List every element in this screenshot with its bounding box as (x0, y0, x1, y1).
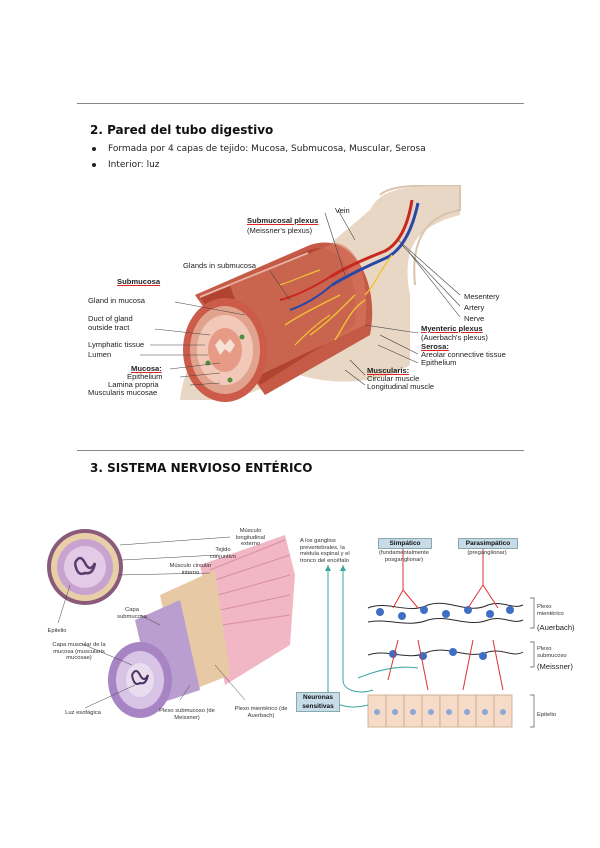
section-2-heading: 2. Pared del tubo digestivo (90, 123, 274, 137)
label-auerbach: (Auerbach's plexus) (421, 333, 488, 342)
label-nerve: Nerve (464, 314, 485, 323)
label-mesentery: Mesentery (464, 292, 500, 301)
label-epithelium: Epithelium (127, 372, 163, 381)
bullet-layers: Formada por 4 capas de tejido: Mucosa, S… (92, 144, 426, 154)
bullet-dot (92, 146, 96, 151)
section-3-heading: 3. SISTEMA NERVIOSO ENTÉRICO (90, 461, 313, 475)
label-longitudinal-muscle: Longitudinal muscle (367, 382, 435, 391)
label-gland-mucosa: Gland in mucosa (88, 296, 145, 305)
middle-divider (77, 450, 524, 451)
label-musculo-longitudinal: Músculo longitudinal externo (235, 528, 266, 547)
label-ganglios: A los ganglios prevertebrales, la médula… (300, 538, 350, 564)
label-plexo-mienterico: Plexo mientérico (537, 604, 564, 617)
esophagus-layers-figure: Músculo longitudinal externo Tejido conj… (40, 525, 295, 730)
label-plexo-mienterico: Plexo mientérico (de Auerbach) (234, 706, 288, 719)
label-glands-submucosa: Glands in submucosa (183, 261, 257, 270)
label-serosa: Serosa: (421, 342, 449, 351)
label-mucosa: Mucosa: (131, 364, 162, 373)
label-lumen: Lumen (88, 350, 112, 359)
label-areolar: Areolar connective tissue (421, 350, 506, 359)
label-epitelio: Epitelio (537, 712, 557, 718)
label-capa-submucosa: Capa submucosa (117, 607, 147, 620)
label-parasimpatico-sub: (preganglionar) (467, 550, 507, 556)
digestive-wall-figure: Vein Submucosal plexus (Meissner's plexu… (80, 183, 520, 410)
label-muscularis: Muscularis: (367, 366, 410, 375)
label-lamina-propria: Lamina propria (108, 380, 159, 389)
label-capa-muscular-mucosa: Capa muscular de la mucosa (muscularis m… (52, 642, 106, 661)
digestive-wall-illustration (140, 183, 461, 402)
simpatico-box: Simpático (378, 538, 432, 549)
label-tejido-conjuntivo: Tejido conjuntivo (209, 547, 237, 560)
label-luz-esofagica: Luz esofágica (65, 710, 101, 716)
label-meissner: (Meissner's plexus) (247, 226, 313, 235)
label-auerbach: (Auerbach) (537, 623, 575, 632)
label-epithelium-serosa: Epithelium (421, 358, 457, 367)
label-musculo-circular: Músculo circular interno (169, 563, 212, 576)
label-submucosal-plexus: Submucosal plexus (247, 216, 319, 225)
label-vein: Vein (335, 206, 350, 215)
label-duct-1: Duct of gland (88, 314, 133, 323)
label-plexo-submucoso: Plexo submucoso (de Meissner) (159, 708, 215, 721)
label-plexo-submucoso: Plexo submucoso (537, 646, 567, 659)
label-myenteric-plexus: Myenteric plexus (421, 324, 483, 333)
bullet-lumen: Interior: luz (92, 160, 160, 170)
label-simpatico-sub: (fundamentalmente posganglionar) (379, 550, 429, 563)
esophagus-illustration (47, 529, 295, 718)
neuronas-sensitivas-box: Neuronas sensitivas (296, 692, 340, 712)
label-epitelio: Epitelio (47, 628, 67, 634)
enteric-schematic (325, 545, 535, 728)
label-meissner: (Meissner) (537, 662, 573, 671)
label-circular-muscle: Circular muscle (367, 374, 420, 383)
bullet-lumen-text: Interior: luz (108, 160, 160, 170)
label-duct-2: outside tract (88, 323, 130, 332)
label-lymphatic: Lymphatic tissue (88, 340, 145, 349)
label-artery: Artery (464, 303, 485, 312)
bullet-layers-text: Formada por 4 capas de tejido: Mucosa, S… (108, 144, 426, 154)
label-submucosa: Submucosa (117, 277, 161, 286)
parasimpatico-box: Parasimpático (458, 538, 518, 549)
enteric-nervous-figure: A los ganglios prevertebrales, la médula… (296, 530, 575, 740)
top-divider (77, 103, 524, 104)
label-muscularis-mucosae: Muscularis mucosae (88, 388, 158, 397)
bullet-dot (92, 162, 96, 167)
